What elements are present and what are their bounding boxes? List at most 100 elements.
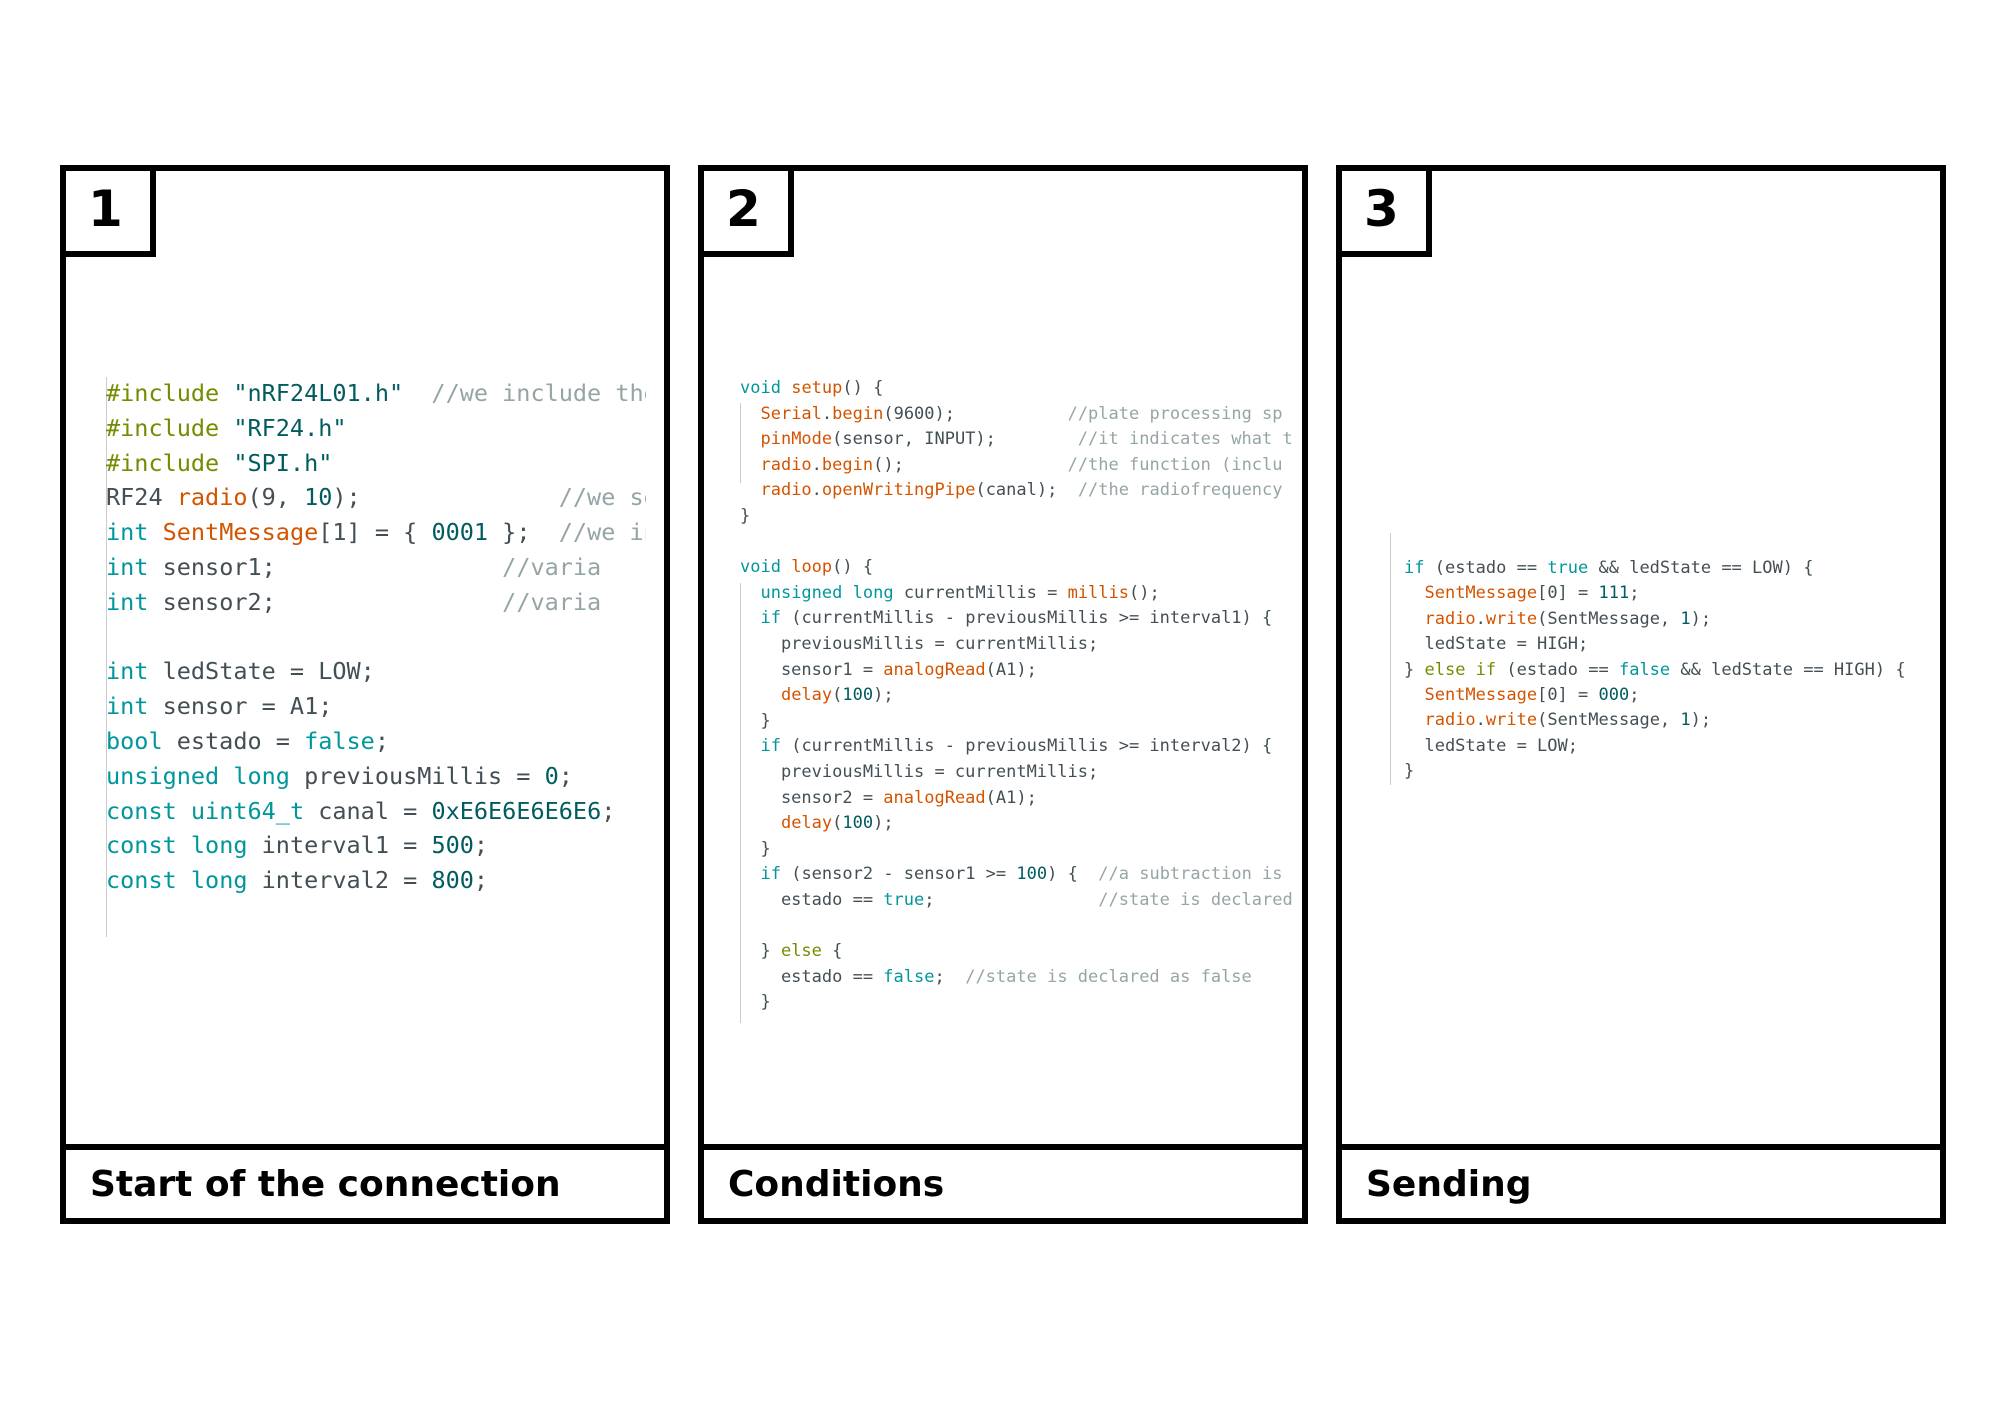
- code-token: unsigned: [106, 761, 220, 790]
- code-line: previousMillis = currentMillis;: [740, 632, 1292, 658]
- code-line: [106, 620, 646, 655]
- code-token: }: [740, 505, 751, 526]
- code-line: }: [740, 504, 1292, 530]
- code-line: radio.write(SentMessage, 1);: [1404, 607, 1924, 632]
- code-token: [740, 736, 760, 756]
- code-token: [781, 378, 791, 398]
- code-token: setup: [791, 378, 843, 398]
- code-token: int: [106, 518, 149, 547]
- code-token: [740, 583, 760, 603]
- code-token: [740, 455, 760, 475]
- code-token: SentMessage: [1424, 583, 1538, 604]
- code-token: [740, 404, 760, 424]
- code-token: [1] = {: [318, 518, 432, 547]
- code-token: int: [106, 657, 149, 686]
- code-line: #include "nRF24L01.h" //we include the: [106, 376, 646, 411]
- code-token: ;: [934, 966, 966, 987]
- code-token: (sensor2 - sensor1 >=: [780, 864, 1017, 885]
- code-token: }: [740, 838, 771, 859]
- code-token: int: [106, 587, 149, 616]
- code-line: radio.begin(); //the function (inclu: [740, 453, 1292, 479]
- code-token: (: [832, 685, 843, 706]
- panel-caption: Start of the connection: [90, 1164, 561, 1205]
- code-token: ;: [473, 831, 489, 860]
- code-token: && ledState == LOW) {: [1588, 558, 1814, 578]
- code-token: //plate processing sp: [1067, 403, 1283, 424]
- code-token: );: [332, 483, 559, 512]
- code-gutter-line: [106, 377, 107, 937]
- caption-bar: Conditions: [698, 1144, 1308, 1224]
- code-token: SentMessage: [162, 518, 319, 547]
- code-token: (SentMessage,: [1537, 710, 1681, 731]
- code-token: previousMillis = currentMillis;: [740, 761, 1099, 782]
- code-token: [177, 866, 191, 894]
- code-token: else if: [1424, 659, 1497, 680]
- code-token: [740, 864, 760, 884]
- caption-bar: Start of the connection: [60, 1144, 670, 1224]
- code-token: //we in: [558, 518, 646, 547]
- panel-number-box: 3: [1336, 165, 1432, 257]
- code-token: "SPI.h": [219, 448, 333, 477]
- code-token: //varia: [502, 587, 602, 616]
- code-token: else: [780, 941, 822, 962]
- code-line: estado == true; //state is declared: [740, 888, 1292, 914]
- code-line: } else {: [740, 939, 1292, 965]
- code-line: }: [740, 837, 1292, 863]
- code-token: 500: [431, 831, 474, 860]
- code-token: 0xE6E6E6E6E6: [431, 796, 602, 825]
- code-block: void setup() { Serial.begin(9600); //pla…: [740, 376, 1292, 1016]
- code-token: //a subtraction is: [1098, 864, 1283, 885]
- code-token: RF24: [106, 483, 177, 512]
- code-token: {: [821, 941, 843, 962]
- code-token: [177, 831, 191, 859]
- code-token: estado =: [162, 726, 305, 755]
- panel-number: 2: [726, 180, 761, 238]
- code-token: 000: [1598, 685, 1630, 706]
- code-line: unsigned long previousMillis = 0;: [106, 759, 646, 794]
- code-token: (currentMillis - previousMillis >= inter…: [780, 736, 1273, 757]
- code-token: .: [1475, 608, 1486, 629]
- panel-number: 3: [1364, 180, 1399, 238]
- code-line: }: [1404, 759, 1924, 784]
- code-token: 1: [1680, 608, 1691, 629]
- code-token: [781, 557, 791, 577]
- code-token: if: [760, 864, 781, 885]
- code-token: (A1);: [985, 787, 1037, 808]
- caption-bar: Sending: [1336, 1144, 1946, 1224]
- code-line: #include "RF24.h": [106, 411, 646, 446]
- code-token: [740, 480, 760, 500]
- code-token: 0: [544, 761, 559, 790]
- code-token: [0] =: [1537, 685, 1599, 706]
- code-token: (estado ==: [1424, 558, 1548, 578]
- code-line: int sensor = A1;: [106, 689, 646, 724]
- code-token: interval2 =: [247, 866, 432, 895]
- code-token: (sensor, INPUT);: [832, 429, 1078, 450]
- code-token: millis: [1067, 582, 1129, 603]
- code-token: sensor2;: [148, 587, 503, 616]
- code-token: ;: [601, 796, 616, 825]
- code-line: int SentMessage[1] = { 0001 }; //we in: [106, 515, 646, 550]
- code-token: 1: [1680, 710, 1691, 731]
- code-token: analogRead: [883, 659, 986, 680]
- code-token: .: [811, 454, 822, 475]
- code-gutter-line: [1390, 533, 1391, 785]
- code-token: currentMillis =: [893, 582, 1068, 603]
- code-token: openWritingPipe: [821, 480, 976, 501]
- code-line: if (currentMillis - previousMillis >= in…: [740, 734, 1292, 760]
- code-line: void setup() {: [740, 376, 1292, 402]
- code-token: [740, 685, 781, 705]
- code-token: };: [488, 518, 559, 547]
- code-line: sensor2 = analogRead(A1);: [740, 786, 1292, 812]
- code-token: ;: [1629, 583, 1640, 604]
- code-token: 800: [431, 866, 474, 895]
- code-token: );: [873, 685, 894, 706]
- code-token: sensor1 =: [740, 659, 884, 680]
- code-token: "RF24.h": [219, 413, 347, 442]
- code-token: ;: [473, 866, 489, 895]
- code-token: #include: [106, 448, 220, 477]
- code-token: () {: [832, 557, 874, 578]
- code-token: false: [304, 726, 375, 755]
- code-token: 100: [1016, 864, 1048, 885]
- code-token: [148, 518, 162, 546]
- code-token: begin: [832, 403, 884, 424]
